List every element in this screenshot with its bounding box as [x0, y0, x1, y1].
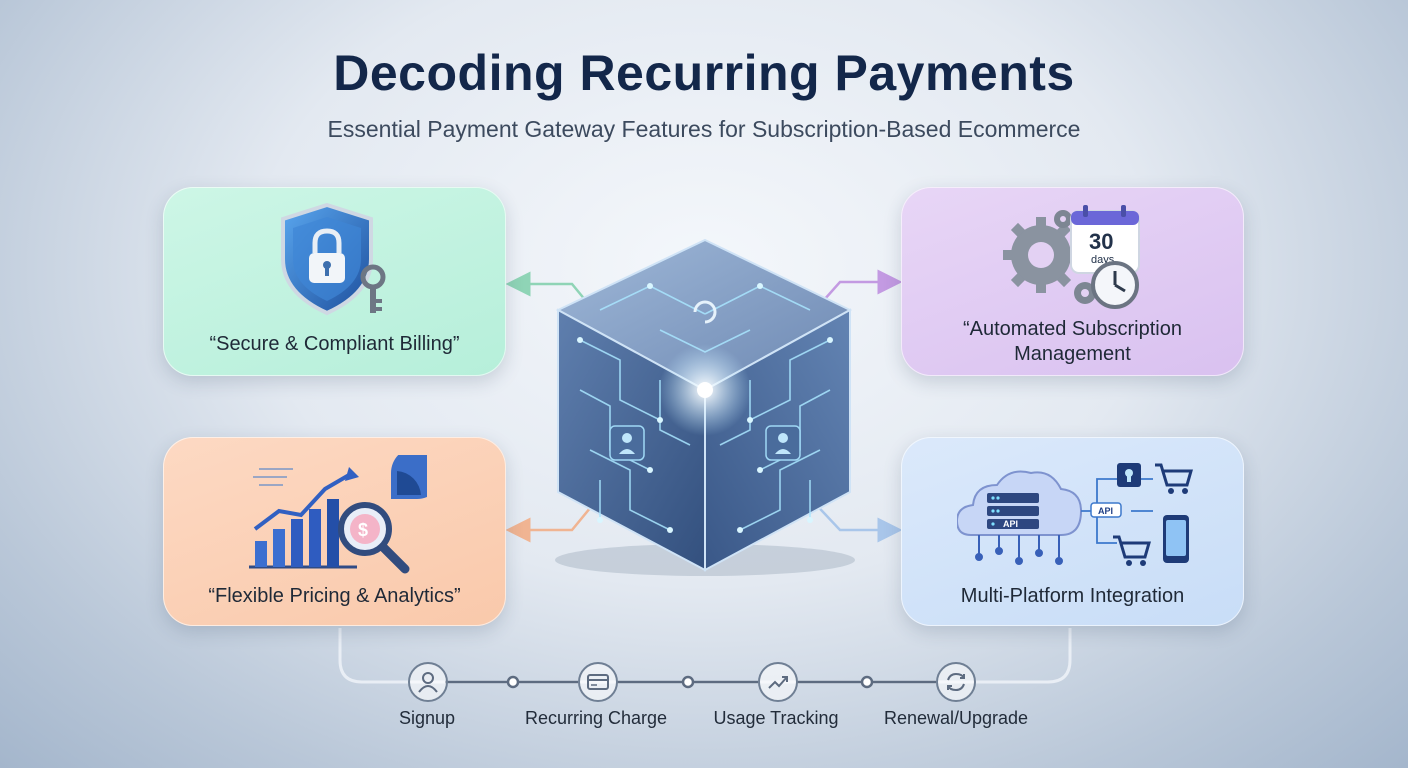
card-label-automated-line2: Management [1014, 343, 1131, 365]
credit-card-icon [578, 662, 618, 702]
feature-card-multi-platform: API API Multi-Platform Integration [901, 437, 1244, 626]
refresh-icon [936, 662, 976, 702]
timeline-label-usage-tracking: Usage Tracking [713, 708, 839, 728]
svg-text:$: $ [358, 520, 368, 540]
circuit-cube-icon [555, 238, 855, 576]
api-label-connector: API [1098, 506, 1113, 516]
card-label-secure-billing: “Secure & Compliant Billing” [209, 333, 460, 355]
timeline-label-recurring-charge: Recurring Charge [524, 708, 668, 728]
user-icon [408, 662, 448, 702]
shield-lock-key-icon [281, 202, 386, 316]
feature-card-flexible-pricing: $ “Flexible Pricing & Analytics” [163, 437, 506, 626]
feature-card-secure-billing: “Secure & Compliant Billing” [163, 187, 506, 376]
timeline-label-renewal-upgrade: Renewal/Upgrade [883, 708, 1029, 728]
page-title: Decoding Recurring Payments [333, 45, 1075, 101]
card-label-multi-platform: Multi-Platform Integration [960, 585, 1185, 607]
calendar-number: 30 [1089, 229, 1113, 254]
page-subtitle: Essential Payment Gateway Features for S… [327, 116, 1081, 142]
cloud-api-devices-icon: API API [957, 463, 1193, 566]
card-label-flexible-pricing: “Flexible Pricing & Analytics” [208, 585, 461, 607]
api-label-server: API [1003, 519, 1018, 529]
trend-line-icon [758, 662, 798, 702]
timeline-label-signup: Signup [398, 708, 456, 728]
feature-card-automated-subscription: 30 days “Automated Subscription Manageme… [901, 187, 1244, 376]
card-label-automated-line1: “Automated Subscription [962, 318, 1182, 340]
chart-magnifier-icon: $ [249, 455, 427, 574]
gears-calendar-clock-icon: 30 days [1003, 205, 1140, 309]
